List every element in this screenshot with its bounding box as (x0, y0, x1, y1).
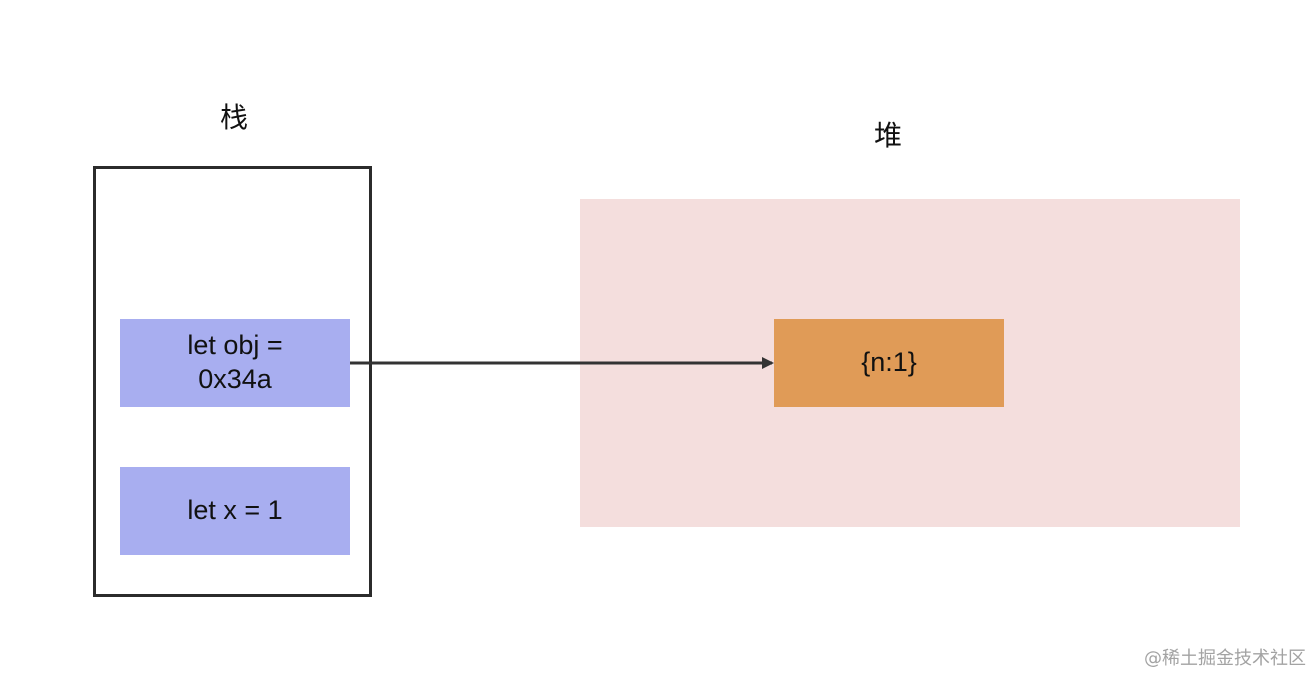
heap-object: {n:1} (774, 319, 1004, 407)
heap-title: 堆 (874, 119, 903, 152)
watermark: @稀土掘金技术社区 (1144, 648, 1306, 669)
stack-title: 栈 (220, 101, 249, 134)
stack-cell-x: let x = 1 (120, 467, 350, 555)
stack-cell-obj: let obj = 0x34a (120, 319, 350, 407)
